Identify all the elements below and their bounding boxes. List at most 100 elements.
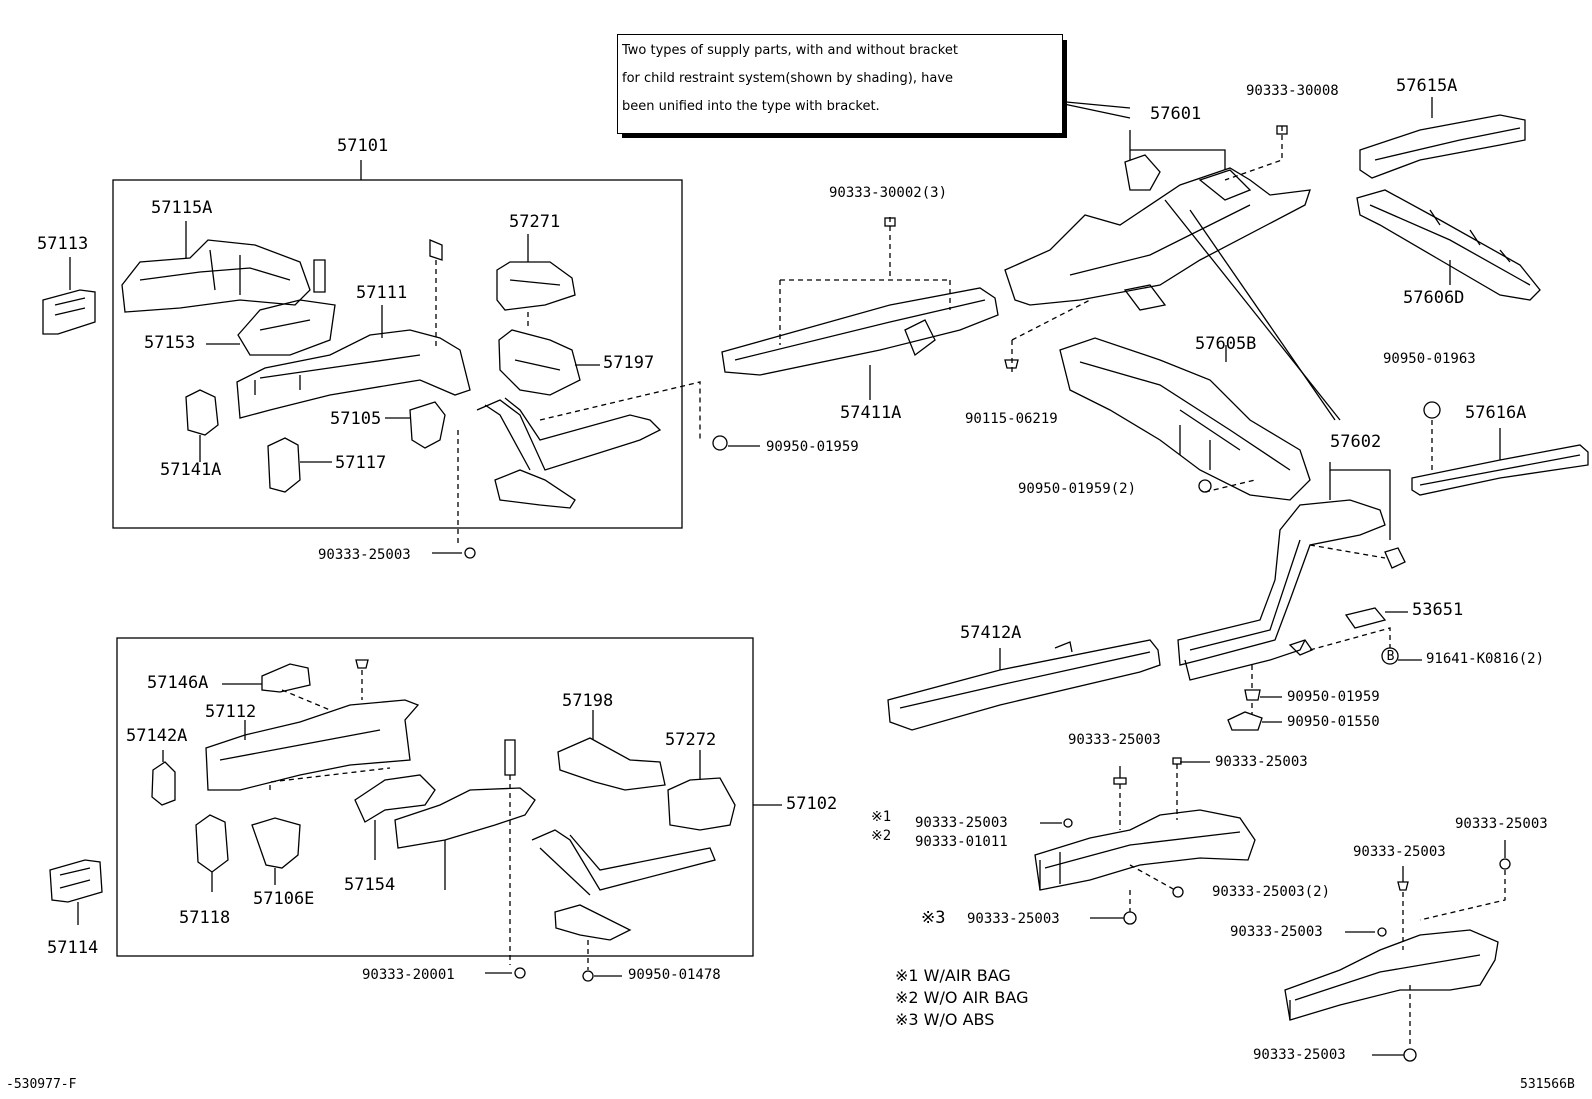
part-57118-shape — [195, 814, 229, 873]
fastener-90333-25003-e — [1172, 886, 1184, 898]
leader-90115-06219 — [1011, 299, 1091, 341]
part-label-90950-01478: 90950-01478 — [628, 967, 721, 983]
legend-w-airbag: ※1 W/AIR BAG — [895, 966, 1011, 985]
leader-57602-b — [1189, 209, 1336, 421]
part-57411A-shape — [721, 287, 999, 376]
fastener-90333-25003-b — [1113, 777, 1127, 785]
part-label-90333-25003-a: 90333-25003 — [318, 547, 411, 563]
part-57605B-shape — [1059, 337, 1311, 501]
part-57601-bracket — [1124, 154, 1161, 191]
part-label-57616A: 57616A — [1465, 403, 1527, 423]
note-line-3: been unified into the type with bracket. — [622, 99, 880, 114]
corner-code-left: -530977-F — [6, 1077, 77, 1092]
part-label-57142A: 57142A — [126, 726, 188, 746]
part-label-90333-01011: 90333-01011 — [915, 834, 1008, 850]
part-floor-side-shape — [476, 397, 662, 471]
part-57154-shape — [354, 774, 436, 823]
leader-57602-clip — [1309, 544, 1386, 559]
leader-90950-01959-a — [539, 381, 701, 440]
part-57602-clip — [1384, 547, 1406, 569]
leader-90950-01959-b — [1204, 479, 1256, 493]
part-label-57272: 57272 — [665, 730, 717, 750]
part-57113-shape — [42, 289, 96, 335]
part-label-90950-01550: 90950-01550 — [1287, 714, 1380, 730]
part-label-53651: 53651 — [1412, 600, 1464, 620]
part-label-57154: 57154 — [344, 875, 396, 895]
group-label-57101: 57101 — [337, 136, 389, 156]
part-57106E-shape — [251, 817, 301, 869]
part-floor-bracket-shape — [494, 469, 576, 509]
part-label-57197: 57197 — [603, 353, 655, 373]
part-57114-shape — [49, 859, 103, 903]
part-57198-shape — [557, 737, 666, 791]
fastener-91641-circle — [1381, 647, 1399, 665]
part-label-90333-30002: 90333-30002(3) — [829, 185, 948, 201]
part-57616A-shape — [1411, 444, 1589, 496]
fastener-90950-01959-b — [1198, 479, 1212, 493]
part-rail-wo-abs-shape — [1284, 929, 1499, 1021]
fastener-90333-20001 — [514, 967, 526, 979]
leader-57601 — [1129, 130, 1226, 170]
part-label-90333-25003-e: 90333-25003(2) — [1212, 884, 1331, 900]
legend-wo-airbag: ※2 W/O AIR BAG — [895, 988, 1029, 1007]
part-label-90333-25003-d: 90333-25003 — [915, 815, 1008, 831]
part-label-90950-01959-b: 90950-01959(2) — [1018, 481, 1137, 497]
leader-57602-a — [1164, 199, 1341, 421]
part-label-90333-25003-f: 90333-25003 — [1455, 816, 1548, 832]
fastener-90333-25003-h — [1397, 881, 1409, 891]
part-57111-shape — [236, 329, 471, 419]
part-label-90950-01959-c: 90950-01959 — [1287, 689, 1380, 705]
fastener-90333-25003-g — [1123, 911, 1137, 925]
part-57197-shape — [498, 329, 581, 396]
leader-90333-25003-e — [1129, 864, 1176, 891]
part-label-90333-25003-j: 90333-25003 — [1253, 1047, 1346, 1063]
part-label-57412A: 57412A — [960, 623, 1022, 643]
part-label-57601: 57601 — [1150, 104, 1202, 124]
part-57615A-shape — [1359, 114, 1526, 179]
part-label-57105: 57105 — [330, 409, 382, 429]
part-small-clip-2 — [355, 659, 369, 669]
part-label-57411A: 57411A — [840, 403, 902, 423]
part-small-bracket — [504, 739, 516, 776]
fastener-90950-01959-a — [712, 435, 728, 451]
part-label-57111: 57111 — [356, 283, 408, 303]
part-label-57117: 57117 — [335, 453, 387, 473]
fastener-90950-01963 — [1423, 401, 1441, 419]
part-small-plate — [313, 259, 326, 293]
part-57412A-shape — [887, 639, 1161, 731]
part-57272-shape — [667, 777, 736, 831]
fastener-90333-25003-a — [464, 547, 476, 559]
fastener-90950-01550 — [1227, 711, 1263, 731]
fastener-90333-25003-f — [1499, 858, 1511, 870]
fastener-90333-25003-d — [1063, 818, 1073, 828]
part-57602-shape — [1177, 499, 1386, 681]
b-circle-mark: B — [1386, 649, 1395, 664]
group-box-57101 — [112, 179, 683, 529]
part-label-57602: 57602 — [1330, 432, 1382, 452]
part-label-57113: 57113 — [37, 234, 89, 254]
fastener-90333-30002 — [884, 217, 896, 227]
part-57606D-shape — [1356, 189, 1541, 301]
part-57115A-shape — [121, 239, 311, 313]
part-57142A-shape — [151, 761, 176, 806]
group-label-57102: 57102 — [786, 794, 838, 814]
leader-57112-d — [269, 767, 391, 790]
mark-2: ※2 — [871, 828, 892, 844]
mark-3: ※3 — [921, 908, 946, 928]
note-shadow-bottom — [622, 133, 1067, 138]
legend-wo-abs: ※3 W/O ABS — [895, 1010, 995, 1029]
part-label-57146A: 57146A — [147, 673, 209, 693]
leader-91641 — [1309, 627, 1391, 651]
part-57601-shape — [1004, 167, 1311, 311]
part-small-clip — [429, 239, 443, 261]
part-floor-side-lower-shape — [531, 829, 716, 896]
mark-1: ※1 — [871, 809, 892, 825]
part-57105-shape — [409, 401, 446, 449]
part-label-57605B: 57605B — [1195, 334, 1257, 354]
shading-note-box: Two types of supply parts, with and with… — [617, 34, 1063, 134]
leader-90333-30008 — [1224, 126, 1283, 181]
fastener-90333-25003-j — [1403, 1048, 1417, 1062]
group-box-57102 — [116, 637, 754, 957]
leader-57602 — [1329, 462, 1391, 540]
